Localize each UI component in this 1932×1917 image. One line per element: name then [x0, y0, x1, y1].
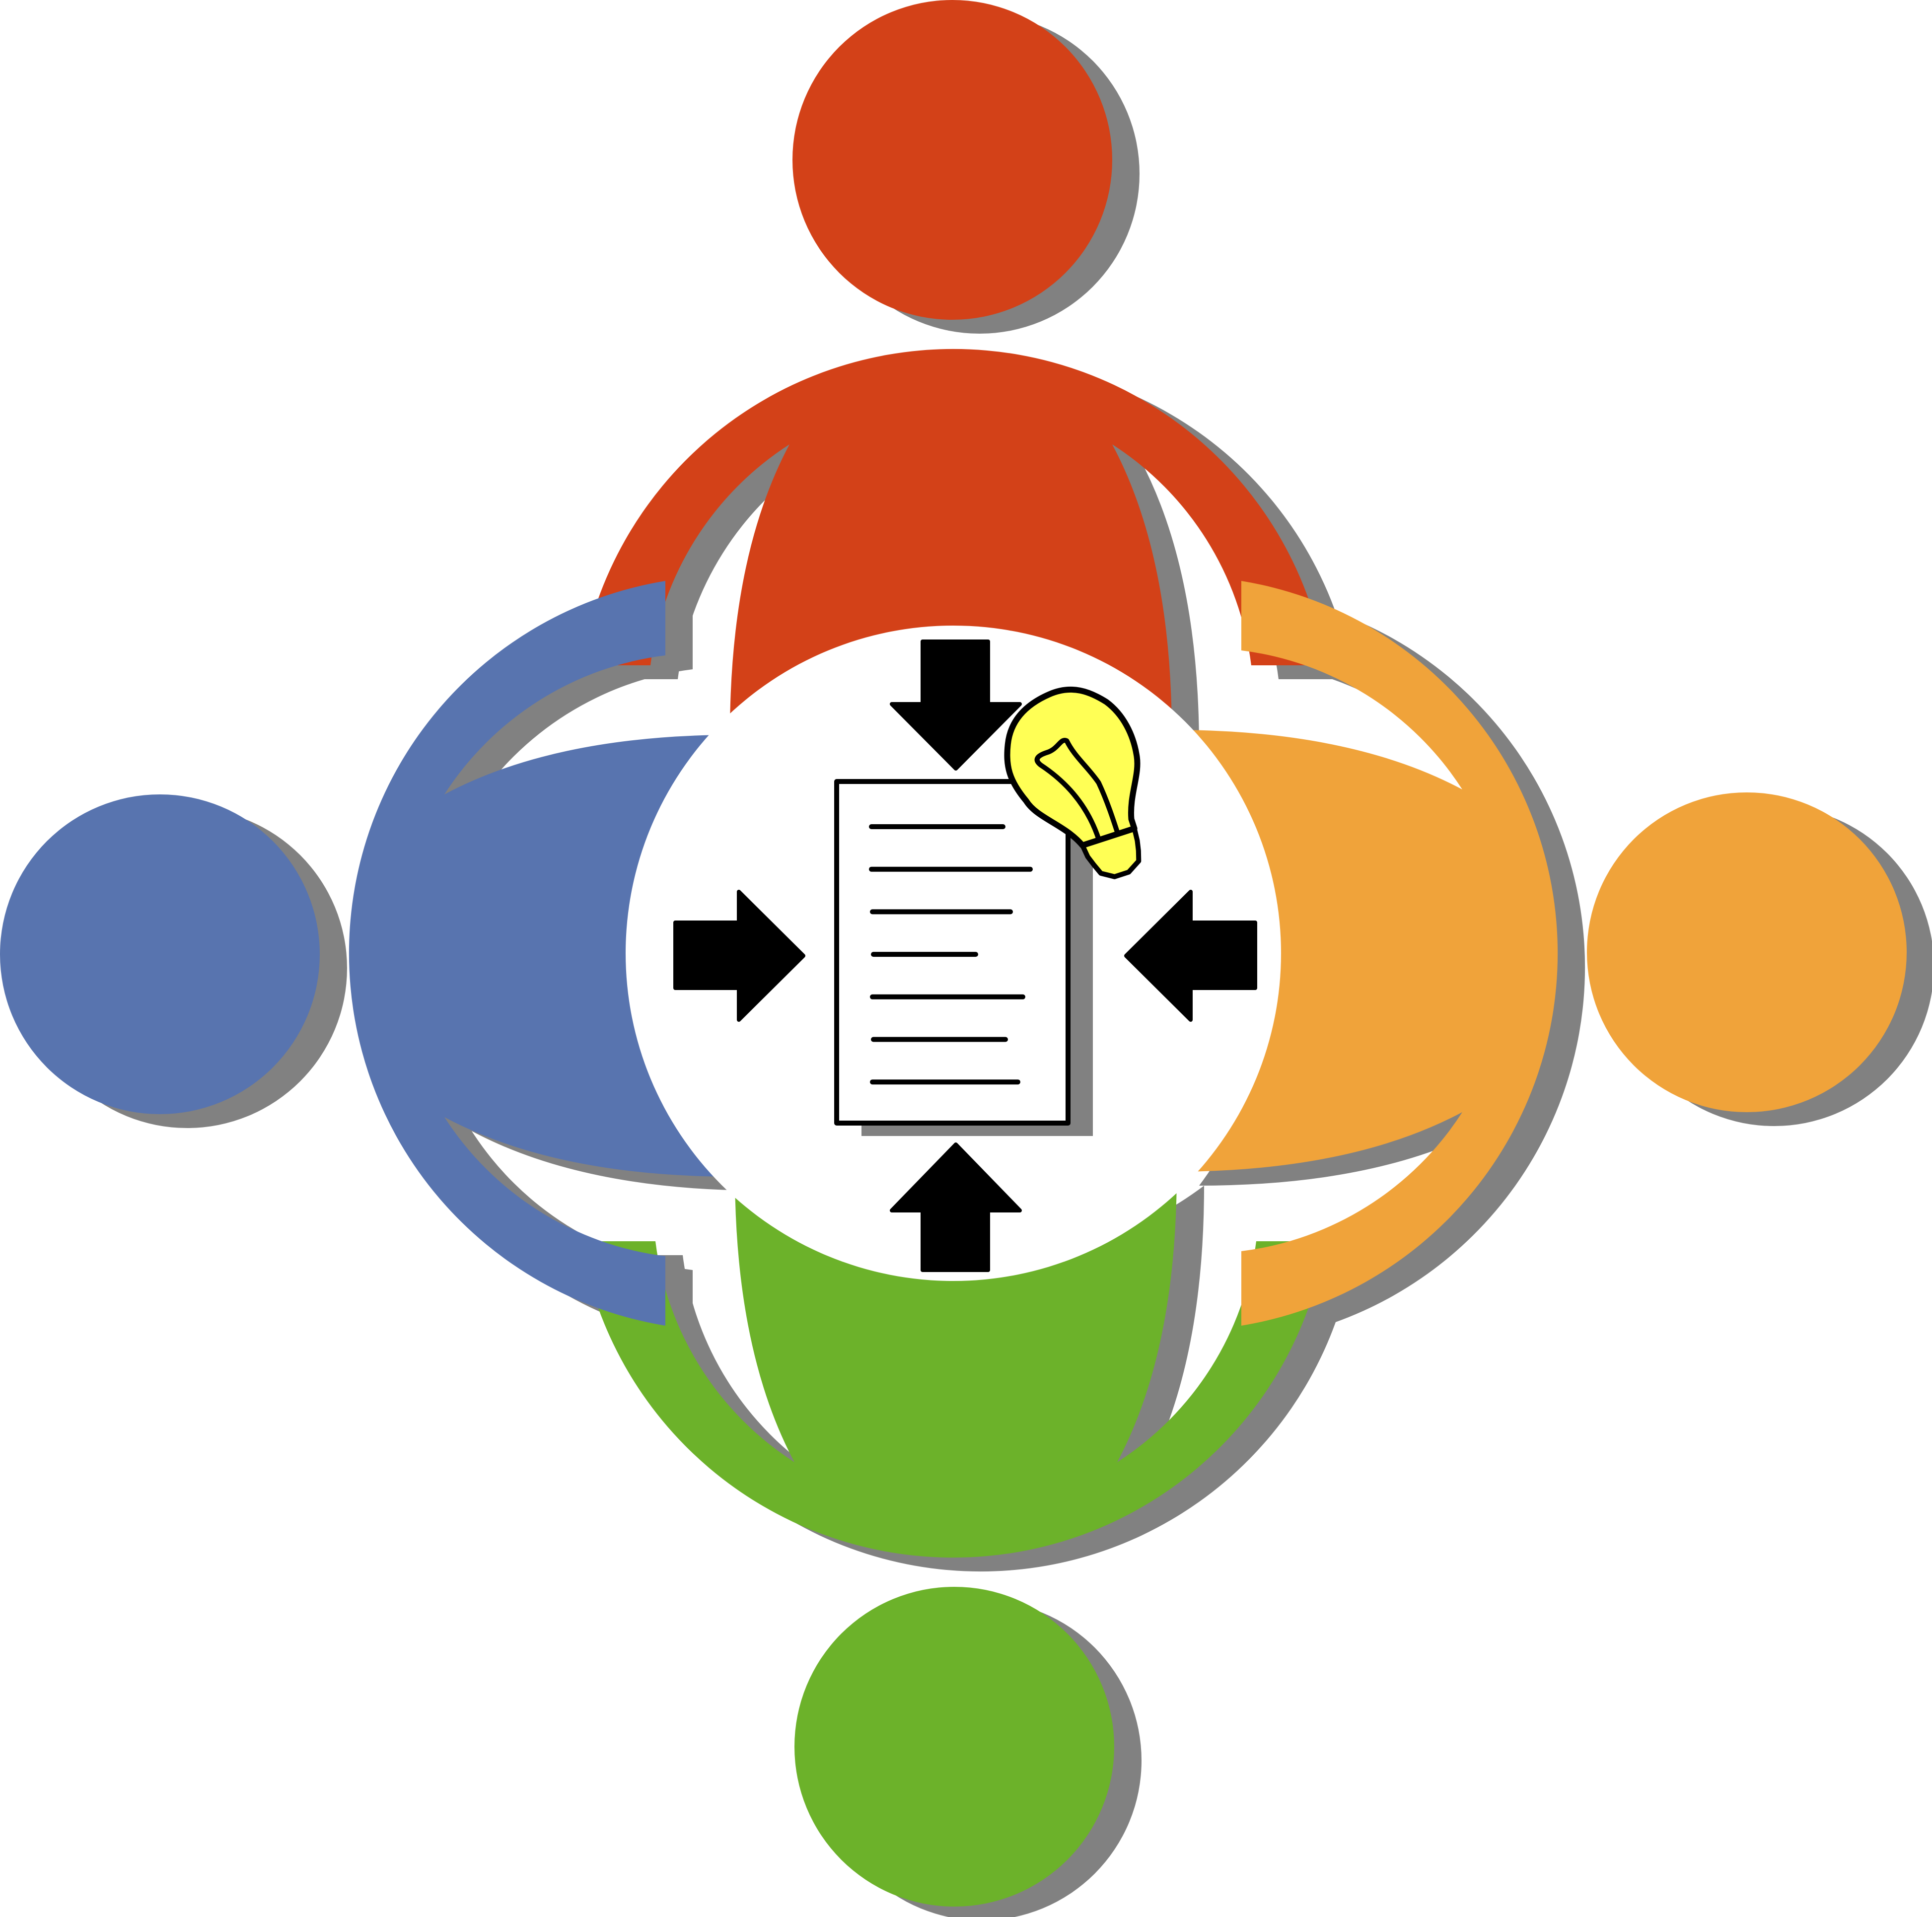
arrow-icon-up	[890, 1142, 1022, 1272]
arrows	[673, 639, 1257, 1272]
lightbulb-icon	[1004, 686, 1142, 879]
arrow-icon-down	[890, 639, 1022, 771]
person-right-orange	[1172, 581, 1907, 1326]
arrow-icon-right	[673, 890, 805, 1022]
person-left-blue	[0, 581, 735, 1326]
document-icon	[834, 779, 1093, 1136]
document-text-lines	[869, 824, 1033, 1085]
arrow-icon-left	[1124, 890, 1257, 1022]
